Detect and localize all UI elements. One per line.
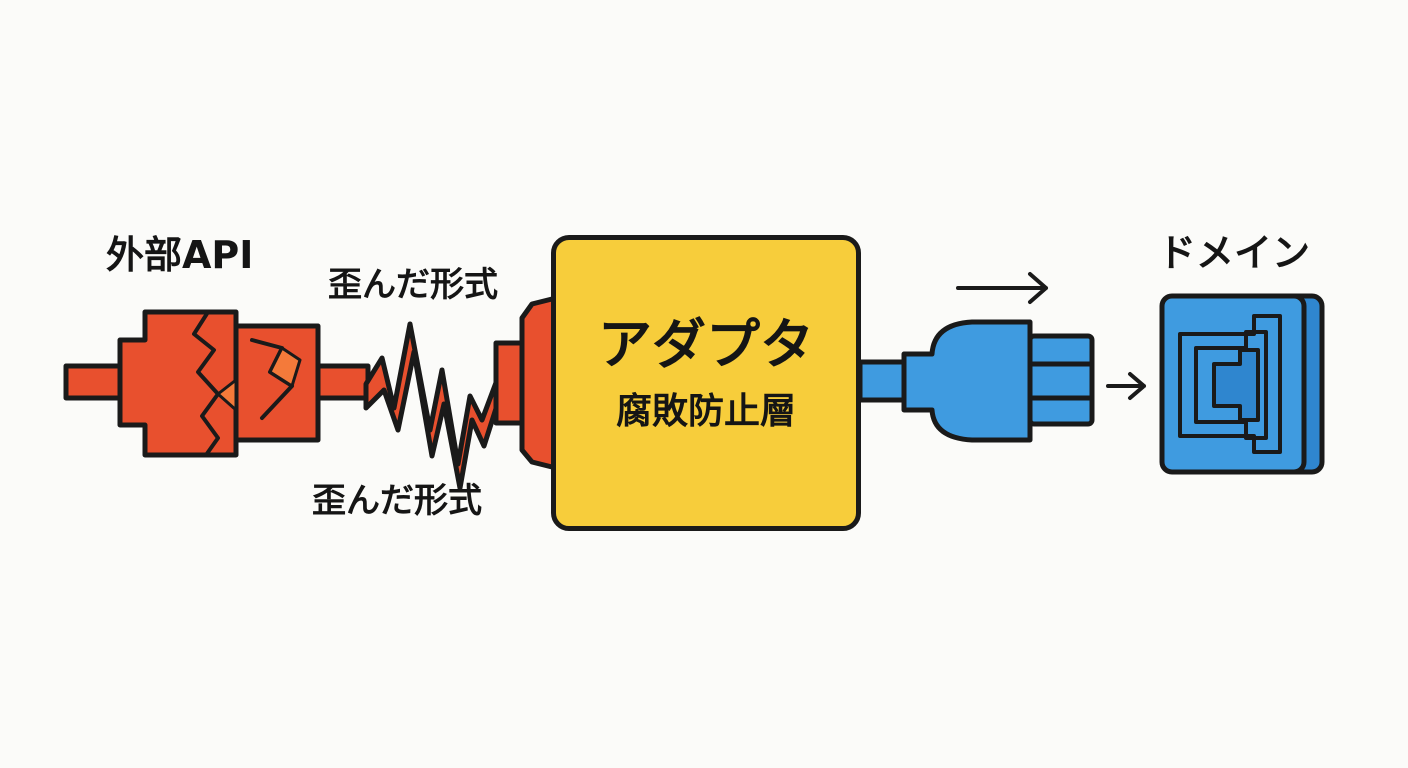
adapter-subtitle: 腐敗防止層 bbox=[615, 391, 796, 432]
adapter-title: アダプタ bbox=[598, 313, 814, 376]
arrow-right-icon bbox=[956, 272, 1048, 304]
arrow-right-icon bbox=[1106, 372, 1146, 400]
distorted-format-label-bottom: 歪んだ形式 bbox=[312, 481, 482, 521]
zigzag-signal-icon bbox=[363, 321, 503, 491]
plug-icon bbox=[857, 319, 1095, 443]
distorted-format-label-top: 歪んだ形式 bbox=[328, 265, 498, 305]
adapter-box: アダプタ 腐敗防止層 bbox=[551, 235, 861, 531]
socket-icon bbox=[1159, 293, 1325, 475]
broken-plug-icon bbox=[63, 309, 371, 458]
source-label: 外部API bbox=[106, 233, 254, 277]
input-connector bbox=[493, 295, 559, 471]
domain-label: ドメイン bbox=[1158, 231, 1311, 275]
